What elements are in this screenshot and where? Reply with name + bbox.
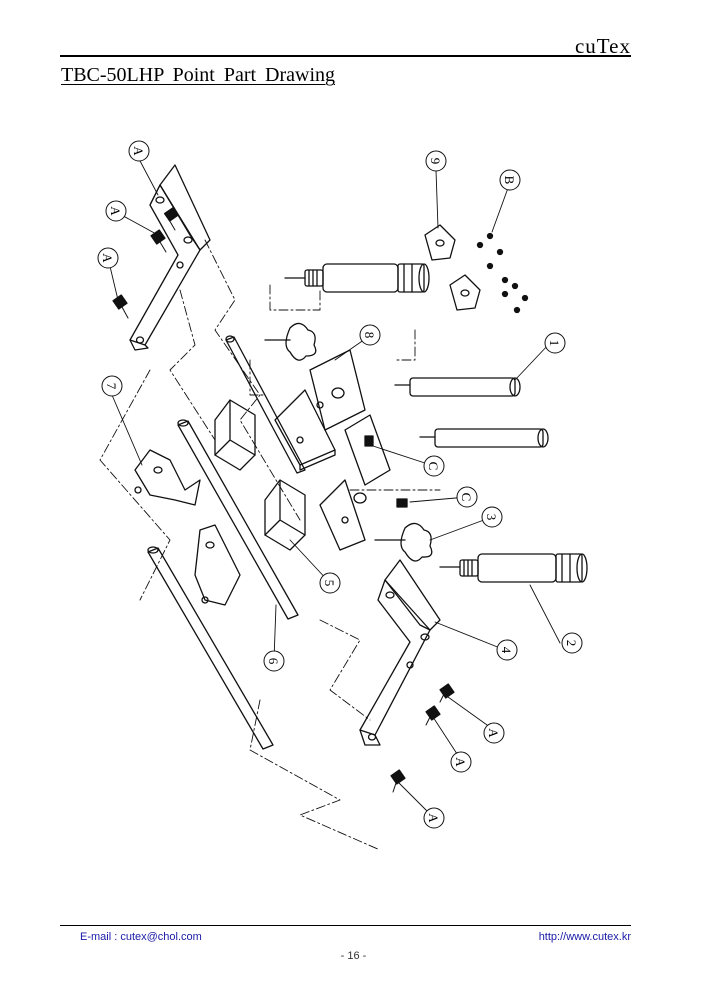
svg-text:3: 3	[484, 514, 499, 521]
svg-text:A: A	[100, 253, 115, 263]
svg-text:A: A	[453, 757, 468, 767]
svg-text:A: A	[131, 146, 146, 156]
svg-text:C: C	[426, 462, 441, 471]
blocks-part-5	[214, 399, 306, 551]
small-screws-b	[476, 232, 529, 314]
callout-5: 5	[319, 572, 341, 594]
callout-3: 3	[481, 506, 503, 528]
cylinder-top	[284, 263, 430, 293]
callout-4: 4	[496, 639, 518, 661]
screw-shanks	[121, 217, 445, 793]
rods-part-1	[394, 377, 549, 448]
callout-a-5: A	[450, 751, 472, 773]
brand-logo: cuTex	[574, 34, 631, 58]
callout-9: 9	[425, 150, 447, 172]
brackets-part-7	[134, 449, 241, 606]
svg-text:A: A	[108, 206, 123, 216]
mounts-part-9	[424, 224, 481, 311]
svg-text:B: B	[502, 176, 517, 185]
page-number: - 16 -	[340, 950, 367, 962]
callout-2: 2	[561, 632, 583, 654]
knobs-part-3	[264, 322, 433, 562]
callout-6: 6	[263, 650, 285, 672]
svg-text:A: A	[486, 728, 501, 738]
callout-a-6: A	[423, 807, 445, 829]
bracket-lower-right	[359, 559, 441, 746]
callout-c-1: C	[423, 455, 445, 477]
callout-c-2: C	[456, 486, 478, 508]
plate-part-c	[319, 414, 391, 551]
callout-a-1: A	[128, 140, 150, 162]
shafts-part-6	[147, 335, 306, 750]
footer-website: http://www.cutex.kr	[538, 931, 631, 943]
footer-email: E-mail : cutex@chol.com	[80, 931, 202, 943]
footer-divider	[60, 925, 631, 926]
callout-a-4: A	[483, 722, 505, 744]
callout-8: 8	[359, 324, 381, 346]
svg-text:6: 6	[266, 658, 281, 665]
bracket-upper-left	[129, 164, 211, 351]
svg-text:4: 4	[499, 647, 514, 654]
callout-7: 7	[101, 375, 123, 397]
svg-text:2: 2	[564, 640, 579, 647]
callout-a-3: A	[97, 247, 119, 269]
callout-b: B	[499, 169, 521, 191]
svg-text:9: 9	[428, 158, 443, 165]
header-divider	[60, 55, 631, 57]
page-title: TBC-50LHP Point Part Drawing	[61, 64, 336, 86]
plate-part-8	[274, 349, 366, 471]
callout-a-2: A	[105, 200, 127, 222]
svg-text:8: 8	[362, 332, 377, 339]
callout-1: 1	[544, 332, 566, 354]
cylinder-lower	[439, 553, 588, 583]
svg-text:A: A	[426, 813, 441, 823]
svg-text:C: C	[459, 493, 474, 502]
svg-text:5: 5	[322, 580, 337, 587]
svg-text:7: 7	[104, 383, 119, 390]
svg-text:1: 1	[547, 340, 562, 347]
